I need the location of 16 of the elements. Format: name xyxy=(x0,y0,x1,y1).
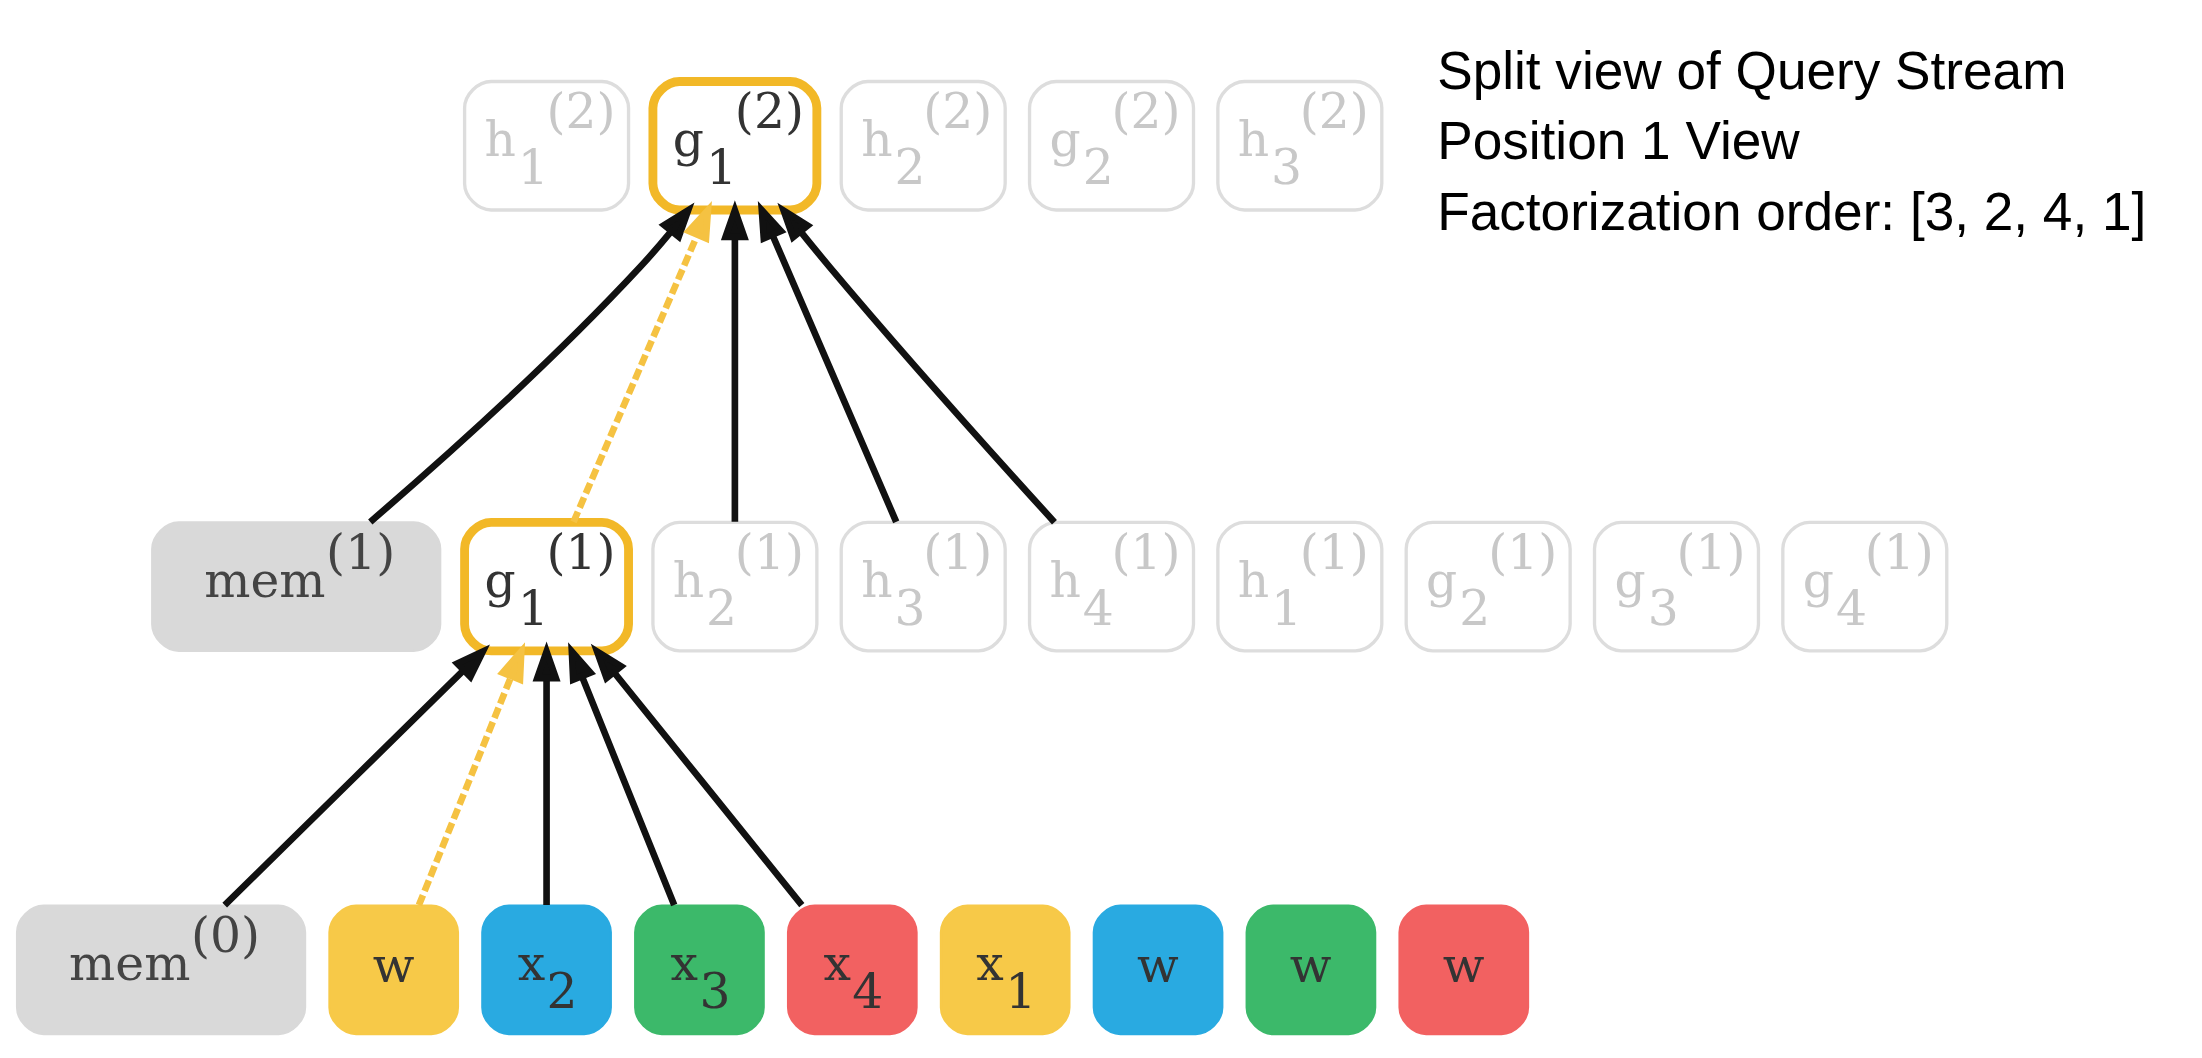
label: Position 1 View xyxy=(1437,111,1800,171)
node-box: w xyxy=(1092,904,1224,1036)
label: Factorization order: [3, 2, 4, 1] xyxy=(1437,182,2147,242)
arrow xyxy=(368,202,695,525)
arrow xyxy=(777,202,1057,525)
arrow xyxy=(757,201,900,524)
arrow xyxy=(590,643,805,908)
arrow xyxy=(568,642,678,907)
arrow xyxy=(532,641,561,906)
arrow xyxy=(222,644,490,908)
arrow xyxy=(415,642,526,907)
arrow xyxy=(570,201,712,524)
node-box: w xyxy=(328,904,460,1036)
node-box: w xyxy=(1398,904,1530,1036)
label: Split view of Query Stream xyxy=(1437,40,2067,100)
node-box: w xyxy=(1245,904,1377,1036)
